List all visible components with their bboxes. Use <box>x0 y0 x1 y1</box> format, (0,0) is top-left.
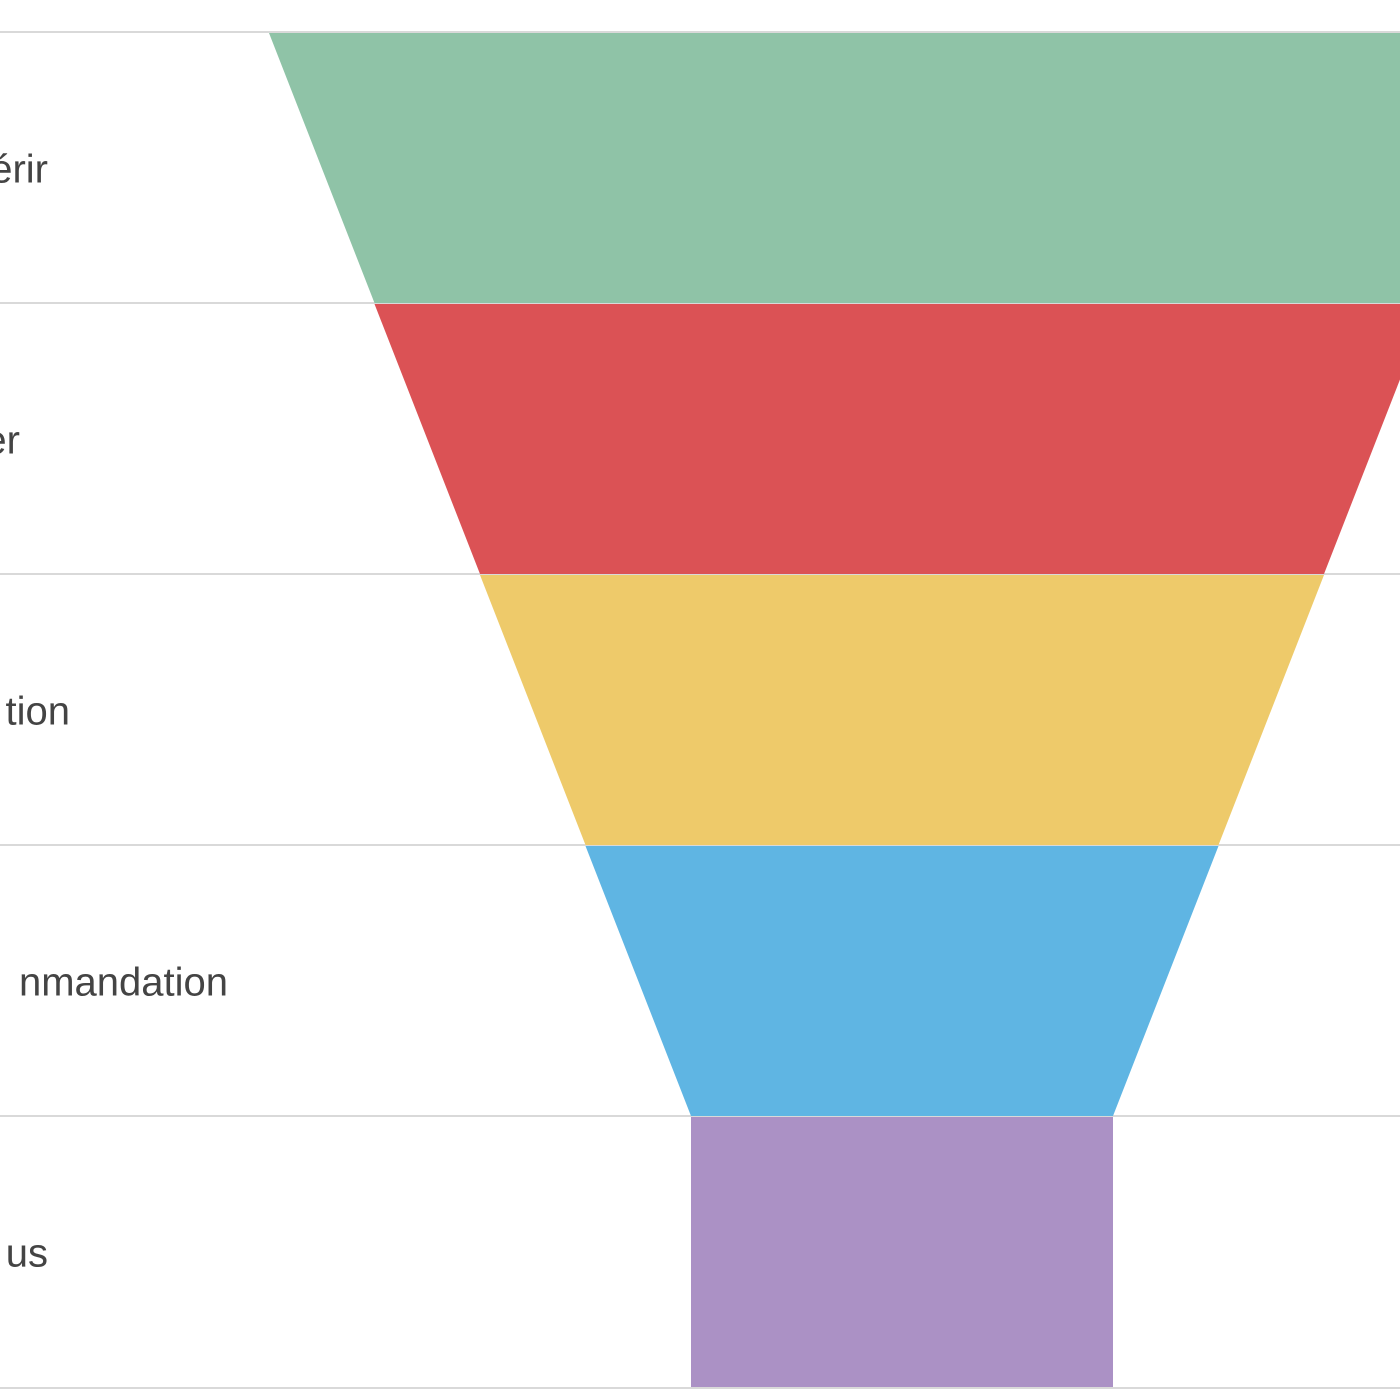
category-label: tion <box>6 690 71 734</box>
funnel-segment[interactable] <box>585 846 1219 1116</box>
category-label: er <box>0 419 20 463</box>
category-label: nmandation <box>19 961 228 1005</box>
category-label: érir <box>0 148 48 192</box>
funnel-segment[interactable] <box>374 304 1400 574</box>
funnel-segment[interactable] <box>691 1117 1113 1387</box>
funnel-segment[interactable] <box>269 33 1400 303</box>
category-label: us <box>6 1232 48 1276</box>
funnel-segment[interactable] <box>480 575 1324 845</box>
